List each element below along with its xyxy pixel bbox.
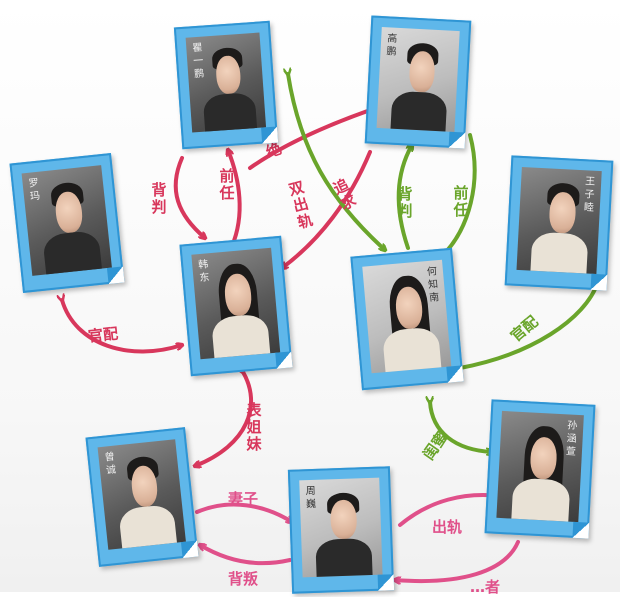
- person-name: 罗玛: [28, 177, 41, 203]
- person-card-zeng-cheng: 曾诚: [85, 427, 199, 567]
- person-card-zhai-yipeng: 瞿一鹏: [173, 20, 279, 150]
- person-card-zhou-wei: 周巍: [287, 466, 395, 594]
- label-qizi: 妻子: [228, 490, 259, 508]
- arrow-qianren-1: [228, 150, 242, 248]
- arrow-shuangchugui: [288, 74, 385, 250]
- arrow-beipan-1: [173, 156, 205, 238]
- label-beipan-3: 背叛: [228, 570, 259, 588]
- arrow-guimi: [430, 402, 492, 452]
- person-name: 孙涵萱: [565, 420, 578, 458]
- arrow-beipan-2: [396, 145, 412, 250]
- label-partial-bottom: …者: [470, 578, 501, 596]
- person-name: 瞿一鹏: [192, 42, 205, 81]
- person-name: 韩东: [197, 259, 210, 285]
- person-card-sun-hanxuan: 孙涵萱: [484, 399, 596, 539]
- person-name: 周巍: [305, 485, 317, 511]
- arrow-beipan-3: [200, 545, 292, 566]
- arrow-bottom-partial: [395, 540, 520, 581]
- arrow-guanpei-1: [62, 300, 182, 354]
- label-biaojiemei: 表姐妹: [246, 401, 262, 453]
- person-card-he-zhinan: 何知南: [350, 247, 464, 391]
- label-beipan-2: 背判: [397, 185, 413, 220]
- arrow-qizi: [195, 502, 292, 522]
- arrow-guanpei-2: [460, 282, 598, 368]
- person-name: 高鹏: [386, 33, 398, 58]
- person-card-gao-peng: 高鹏: [364, 15, 472, 149]
- person-name: 曾诚: [104, 451, 117, 477]
- arrow-biaojiemei: [195, 372, 253, 466]
- person-card-han-dong: 韩东: [179, 235, 293, 377]
- label-guanpei-1: 官配: [87, 324, 119, 346]
- label-qianren-2: 前任: [453, 184, 469, 219]
- label-beipan-1: 背判: [151, 181, 167, 216]
- label-chugui: 出轨: [432, 518, 463, 536]
- person-card-luo-ma: 罗玛: [9, 153, 125, 293]
- person-card-wang-zimu: 王子睦: [504, 155, 614, 291]
- label-qianren-1: 前任: [219, 167, 235, 202]
- person-name: 王子睦: [583, 176, 596, 214]
